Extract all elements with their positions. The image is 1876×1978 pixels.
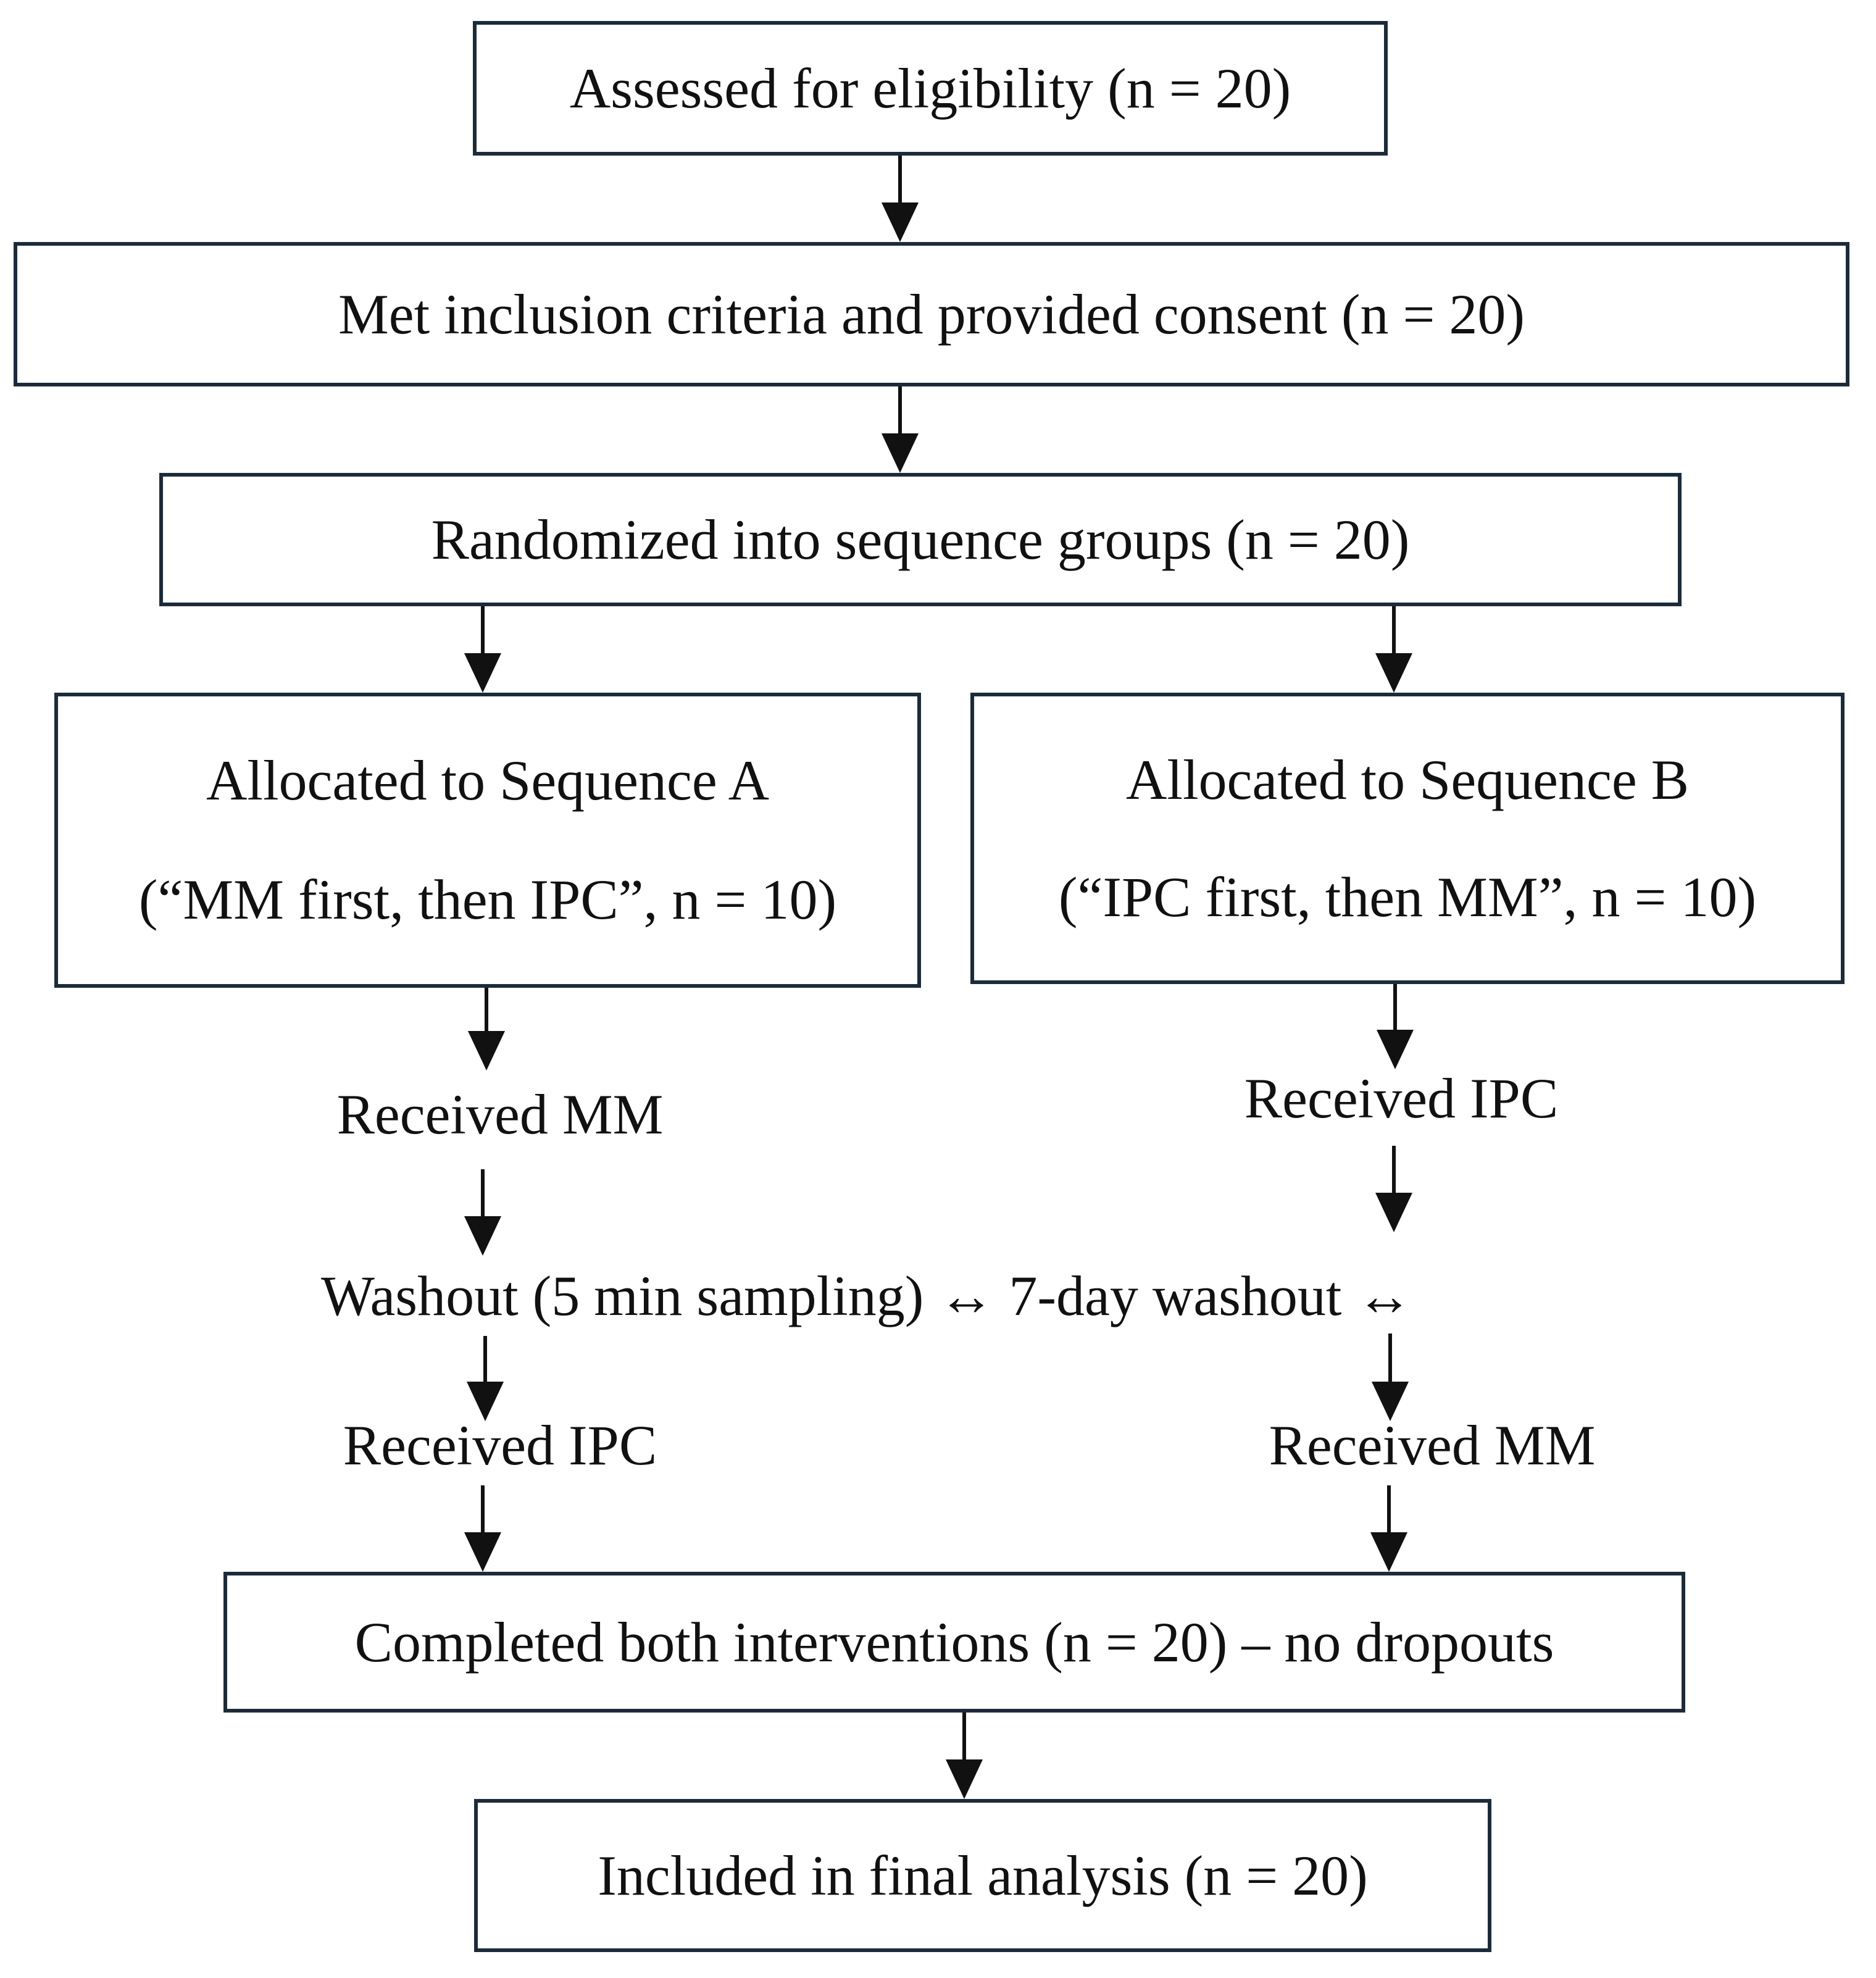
sequence-a-title: Allocated to Sequence A (206, 749, 770, 812)
met-inclusion-box: Met inclusion criteria and provided cons… (14, 242, 1849, 386)
a-received-mm-label: Received MM (336, 1083, 664, 1146)
arrow-randomized-to-seq-b (1375, 606, 1412, 693)
arrow-assessed-to-met (882, 156, 919, 242)
assessed-text: Assessed for eligibility (n = 20) (569, 56, 1291, 120)
washout-label: Washout (5 min sampling) ↔ 7-day washout… (321, 1264, 1413, 1327)
sequence-b-detail: (“IPC first, then MM”, n = 10) (1058, 865, 1757, 928)
arrow-b-received-mm-to-completed (1370, 1485, 1407, 1572)
arrow-completed-to-included (946, 1713, 983, 1799)
arrow-washout-to-a-received-ipc (467, 1336, 504, 1421)
b-received-ipc-label: Received IPC (1244, 1067, 1559, 1130)
arrow-randomized-to-seq-a (464, 606, 501, 693)
sequence-b-title: Allocated to Sequence B (1125, 748, 1690, 811)
sequence-a-detail: (“MM first, then IPC”, n = 10) (138, 868, 837, 932)
b-received-mm-label: Received MM (1269, 1414, 1596, 1477)
arrow-a-received-mm-to-washout (464, 1169, 501, 1256)
arrow-b-received-ipc-to-washout (1375, 1146, 1412, 1232)
arrow-seq-a-to-received-mm (468, 988, 505, 1070)
arrow-seq-b-to-received-ipc (1377, 984, 1414, 1069)
met-inclusion-text: Met inclusion criteria and provided cons… (338, 282, 1525, 346)
randomized-box: Randomized into sequence groups (n = 20) (159, 473, 1682, 606)
completed-box: Completed both interventions (n = 20) – … (223, 1572, 1685, 1713)
randomized-text: Randomized into sequence groups (n = 20) (431, 507, 1410, 571)
assessed-box: Assessed for eligibility (n = 20) (473, 21, 1388, 156)
completed-text: Completed both interventions (n = 20) – … (354, 1610, 1554, 1674)
a-received-ipc-label: Received IPC (343, 1414, 657, 1477)
arrow-met-to-randomized (882, 386, 919, 473)
included-box: Included in final analysis (n = 20) (474, 1799, 1491, 1952)
sequence-a-box: Allocated to Sequence A (“MM first, then… (54, 693, 921, 988)
arrow-a-received-ipc-to-completed (464, 1485, 501, 1572)
sequence-b-box: Allocated to Sequence B (“IPC first, the… (970, 693, 1845, 984)
arrow-washout-to-b-received-mm (1372, 1333, 1409, 1421)
included-text: Included in final analysis (n = 20) (598, 1843, 1368, 1907)
